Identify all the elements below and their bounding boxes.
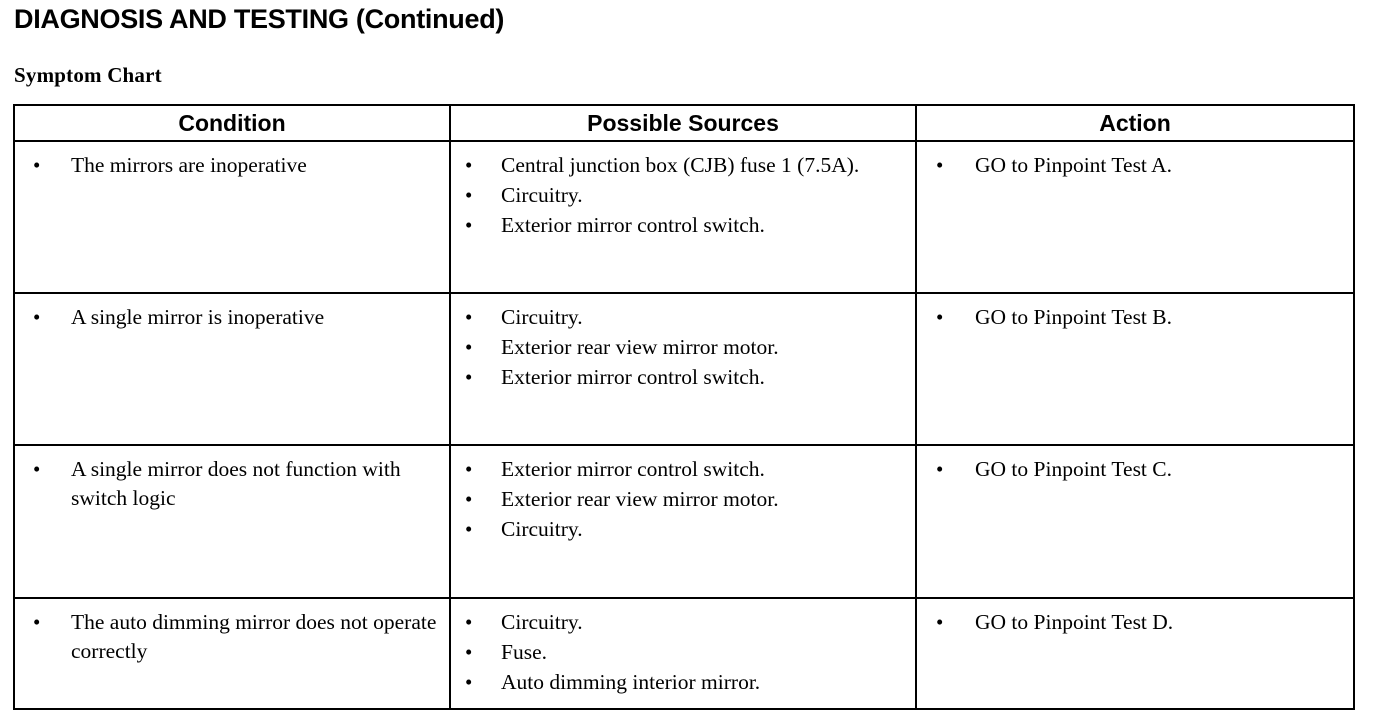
list-item-label: Circuitry. (501, 183, 583, 207)
table-row: • The auto dimming mirror does not operat… (13, 597, 1355, 710)
cell-action: • GO to Pinpoint Test B. (915, 292, 1355, 446)
section-heading: Symptom Chart (14, 63, 162, 87)
column-header-condition: Condition (13, 104, 451, 142)
page-title: DIAGNOSIS AND TESTING (Continued) (14, 4, 505, 34)
list-item: • Circuitry. (451, 181, 909, 210)
bullet-list: • The auto dimming mirror does not operat… (15, 599, 449, 677)
symptom-chart-table: Condition Possible Sources Action • The m… (13, 104, 1355, 710)
cell-action: • GO to Pinpoint Test A. (915, 140, 1355, 294)
bullet-icon: • (465, 305, 473, 329)
list-item: • The mirrors are inoperative (15, 151, 443, 180)
bullet-list: • Circuitry. • Fuse. • Auto dimming interior … (451, 599, 915, 708)
list-item: • A single mirror does not function with … (15, 455, 443, 513)
list-item: • Auto dimming interior mirror. (451, 668, 909, 697)
bullet-icon: • (936, 305, 944, 329)
bullet-list: • GO to Pinpoint Test C. (917, 446, 1353, 495)
cell-condition: • The mirrors are inoperative (13, 140, 451, 294)
header-row: Condition Possible Sources Action (13, 104, 1355, 142)
table-body: • The mirrors are inoperative • Central jun… (13, 140, 1355, 710)
bullet-list: • GO to Pinpoint Test B. (917, 294, 1353, 343)
bullet-icon: • (936, 153, 944, 177)
cell-possible-sources: • Circuitry. • Exterior rear view mirror mo… (449, 292, 917, 446)
column-header-possible-sources: Possible Sources (449, 104, 917, 142)
bullet-icon: • (465, 365, 473, 389)
list-item: • Circuitry. (451, 515, 909, 544)
bullet-icon: • (33, 610, 41, 634)
symptom-chart-container: Condition Possible Sources Action • The m… (13, 104, 1355, 710)
bullet-icon: • (33, 457, 41, 481)
list-item: • The auto dimming mirror does not operat… (15, 608, 443, 666)
bullet-list: • A single mirror is inoperative (15, 294, 449, 343)
list-item-label: Auto dimming interior mirror. (501, 670, 761, 694)
list-item-label: Circuitry. (501, 610, 583, 634)
list-item-label: Exterior mirror control switch. (501, 457, 765, 481)
cell-condition: • The auto dimming mirror does not operat… (13, 597, 451, 710)
bullet-icon: • (465, 335, 473, 359)
bullet-icon: • (465, 213, 473, 237)
bullet-icon: • (33, 305, 41, 329)
cell-action: • GO to Pinpoint Test C. (915, 444, 1355, 599)
list-item-label: A single mirror is inoperative (71, 305, 325, 329)
bullet-icon: • (33, 153, 41, 177)
list-item: • Fuse. (451, 638, 909, 667)
list-item-label: Exterior rear view mirror motor. (501, 335, 779, 359)
list-item-label: GO to Pinpoint Test B. (975, 305, 1172, 329)
list-item-label: Fuse. (501, 640, 547, 664)
list-item: • Exterior mirror control switch. (451, 363, 909, 392)
bullet-icon: • (465, 610, 473, 634)
list-item-label: GO to Pinpoint Test C. (975, 457, 1172, 481)
list-item: • Exterior mirror control switch. (451, 455, 909, 484)
list-item: • Exterior rear view mirror motor. (451, 485, 909, 514)
list-item-label: The auto dimming mirror does not operate… (71, 610, 437, 663)
bullet-icon: • (465, 517, 473, 541)
list-item: • Circuitry. (451, 608, 909, 637)
list-item-label: Exterior mirror control switch. (501, 213, 765, 237)
column-header-action: Action (915, 104, 1355, 142)
table-row: • A single mirror is inoperative • Circuitr… (13, 292, 1355, 446)
list-item-label: Circuitry. (501, 305, 583, 329)
table-header: Condition Possible Sources Action (13, 104, 1355, 142)
bullet-list: • The mirrors are inoperative (15, 142, 449, 191)
list-item-label: Exterior mirror control switch. (501, 365, 765, 389)
bullet-icon: • (936, 610, 944, 634)
bullet-icon: • (465, 487, 473, 511)
list-item-label: A single mirror does not function with s… (71, 457, 401, 510)
list-item: • A single mirror is inoperative (15, 303, 443, 332)
bullet-list: • GO to Pinpoint Test D. (917, 599, 1353, 648)
bullet-list: • Circuitry. • Exterior rear view mirror mo… (451, 294, 915, 403)
cell-possible-sources: • Exterior mirror control switch. • Exterio… (449, 444, 917, 599)
cell-action: • GO to Pinpoint Test D. (915, 597, 1355, 710)
bullet-list: • Central junction box (CJB) fuse 1 (7.5A… (451, 142, 915, 251)
cell-condition: • A single mirror is inoperative (13, 292, 451, 446)
list-item-label: Exterior rear view mirror motor. (501, 487, 779, 511)
table-row: • The mirrors are inoperative • Central jun… (13, 140, 1355, 294)
bullet-icon: • (465, 457, 473, 481)
list-item: • GO to Pinpoint Test A. (917, 151, 1347, 180)
list-item: • Exterior mirror control switch. (451, 211, 909, 240)
list-item: • Circuitry. (451, 303, 909, 332)
list-item-label: The mirrors are inoperative (71, 153, 307, 177)
list-item: • Central junction box (CJB) fuse 1 (7.5A… (451, 151, 909, 180)
list-item: • GO to Pinpoint Test B. (917, 303, 1347, 332)
bullet-list: • A single mirror does not function with … (15, 446, 449, 524)
bullet-icon: • (465, 183, 473, 207)
list-item: • GO to Pinpoint Test C. (917, 455, 1347, 484)
bullet-list: • Exterior mirror control switch. • Exterio… (451, 446, 915, 555)
list-item: • GO to Pinpoint Test D. (917, 608, 1347, 637)
list-item-label: Central junction box (CJB) fuse 1 (7.5A)… (501, 153, 860, 177)
cell-possible-sources: • Central junction box (CJB) fuse 1 (7.5A… (449, 140, 917, 294)
bullet-icon: • (465, 640, 473, 664)
list-item-label: GO to Pinpoint Test D. (975, 610, 1174, 634)
cell-possible-sources: • Circuitry. • Fuse. • Auto dimming interior … (449, 597, 917, 710)
bullet-icon: • (465, 670, 473, 694)
table-row: • A single mirror does not function with … (13, 444, 1355, 599)
cell-condition: • A single mirror does not function with … (13, 444, 451, 599)
bullet-list: • GO to Pinpoint Test A. (917, 142, 1353, 191)
bullet-icon: • (465, 153, 473, 177)
list-item-label: GO to Pinpoint Test A. (975, 153, 1172, 177)
list-item: • Exterior rear view mirror motor. (451, 333, 909, 362)
list-item-label: Circuitry. (501, 517, 583, 541)
bullet-icon: • (936, 457, 944, 481)
